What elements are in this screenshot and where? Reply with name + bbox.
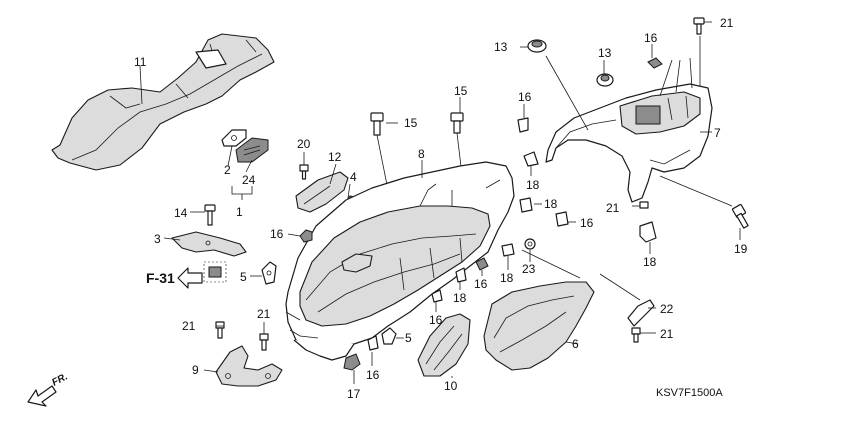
callout-18-a: 18	[526, 178, 540, 192]
clip-18-right-mid	[519, 197, 533, 213]
part-3-bracket	[171, 231, 247, 257]
callout-4: 4	[350, 170, 357, 184]
callout-16-f: 16	[429, 313, 443, 327]
callout-20: 20	[297, 137, 311, 151]
callout-21-bottom-left: 21	[182, 319, 196, 333]
callout-18-b: 18	[544, 197, 558, 211]
part-22-strap	[599, 273, 655, 327]
clip-16-bottom-left	[431, 289, 443, 303]
clip-16-upper	[299, 229, 313, 243]
callout-8: 8	[418, 147, 425, 161]
callout-16-left: 16	[270, 227, 284, 241]
part-17-cushion	[343, 353, 361, 371]
callout-22: 22	[660, 302, 674, 316]
clip-18-center	[455, 267, 467, 283]
part-13-grommet-right	[596, 73, 614, 87]
callout-6: 6	[572, 337, 579, 351]
clip-18-right-top	[523, 151, 539, 167]
part-5-clip-bottom	[381, 327, 397, 345]
callout-2: 2	[224, 163, 231, 177]
part-14-bolt	[204, 204, 216, 226]
callout-11: 11	[134, 55, 147, 69]
callout-18-d: 18	[453, 291, 467, 305]
part-20-screw	[299, 164, 309, 180]
callout-19: 19	[734, 242, 748, 256]
callout-21-mid: 21	[606, 201, 620, 215]
part-7-rear-cowl	[545, 36, 713, 203]
callout-18-c: 18	[500, 271, 514, 285]
callout-15-right: 15	[454, 84, 468, 98]
part-13-grommet-left	[527, 39, 589, 131]
reference-label: F-31	[146, 270, 175, 286]
callout-16-e: 16	[474, 277, 488, 291]
clip-18-lower	[501, 243, 515, 257]
callout-13-left: 13	[494, 40, 508, 54]
direction-label: FR.	[50, 371, 69, 388]
clip-18-right	[639, 221, 657, 243]
callout-14: 14	[174, 206, 188, 220]
clip-16-bottom-center	[367, 335, 379, 351]
reference-arrow	[177, 267, 203, 289]
diagram-code: KSV7F1500A	[656, 387, 723, 399]
callout-9: 9	[192, 363, 199, 377]
callout-5-left: 5	[240, 270, 247, 284]
callout-21-bottom-mid: 21	[257, 307, 271, 321]
callout-13-right: 13	[598, 46, 612, 60]
callout-15-left: 15	[404, 116, 418, 130]
callout-1: 1	[236, 205, 243, 219]
part-21-screw-top	[693, 17, 705, 35]
part-9-bracket	[215, 345, 283, 387]
part-5-clip-box	[203, 261, 227, 283]
leader-lines	[139, 21, 741, 384]
part-21-screw-bottom-left	[215, 321, 225, 339]
clip-16-right-mid	[555, 211, 569, 227]
front-direction-arrow	[27, 385, 57, 407]
part-2-nut	[221, 129, 247, 147]
part-11-cover	[51, 33, 275, 171]
callout-5-bottom: 5	[405, 331, 412, 345]
part-24-clip	[235, 137, 269, 163]
callout-23: 23	[522, 262, 536, 276]
callout-3: 3	[154, 232, 161, 246]
callout-16-top-right: 16	[644, 31, 658, 45]
callout-21-right: 21	[660, 327, 674, 341]
part-21-screw-right	[631, 327, 641, 343]
part-12-cover	[295, 171, 349, 213]
part-8-fender	[285, 161, 515, 361]
part-5-clip	[261, 261, 277, 285]
part-19-bolt	[659, 175, 749, 229]
callout-labels: 11 2 24 1 14 3 F-31 5 20 12 4 15 15 8 16…	[50, 16, 747, 401]
part-6-lower-guard	[483, 249, 595, 371]
part-23-nut	[524, 238, 536, 250]
callout-16-g: 16	[366, 368, 380, 382]
part-21-screw-mid	[632, 201, 649, 209]
callout-18-right: 18	[643, 255, 657, 269]
part-10-pad	[417, 313, 471, 377]
callout-10: 10	[444, 379, 458, 393]
callout-24: 24	[242, 173, 256, 187]
clip-16-upper-right	[517, 117, 529, 133]
clip-16-top-right	[647, 57, 663, 69]
callout-21-top: 21	[720, 16, 734, 30]
part-21-screw-bottom-mid	[259, 333, 269, 351]
callout-16-mid: 16	[580, 216, 594, 230]
part-15-bolt-right	[450, 112, 464, 176]
callout-12: 12	[328, 150, 342, 164]
callout-17: 17	[347, 387, 361, 401]
callout-16-top: 16	[518, 90, 532, 104]
callout-7: 7	[714, 126, 721, 140]
clip-16-center	[475, 257, 489, 271]
